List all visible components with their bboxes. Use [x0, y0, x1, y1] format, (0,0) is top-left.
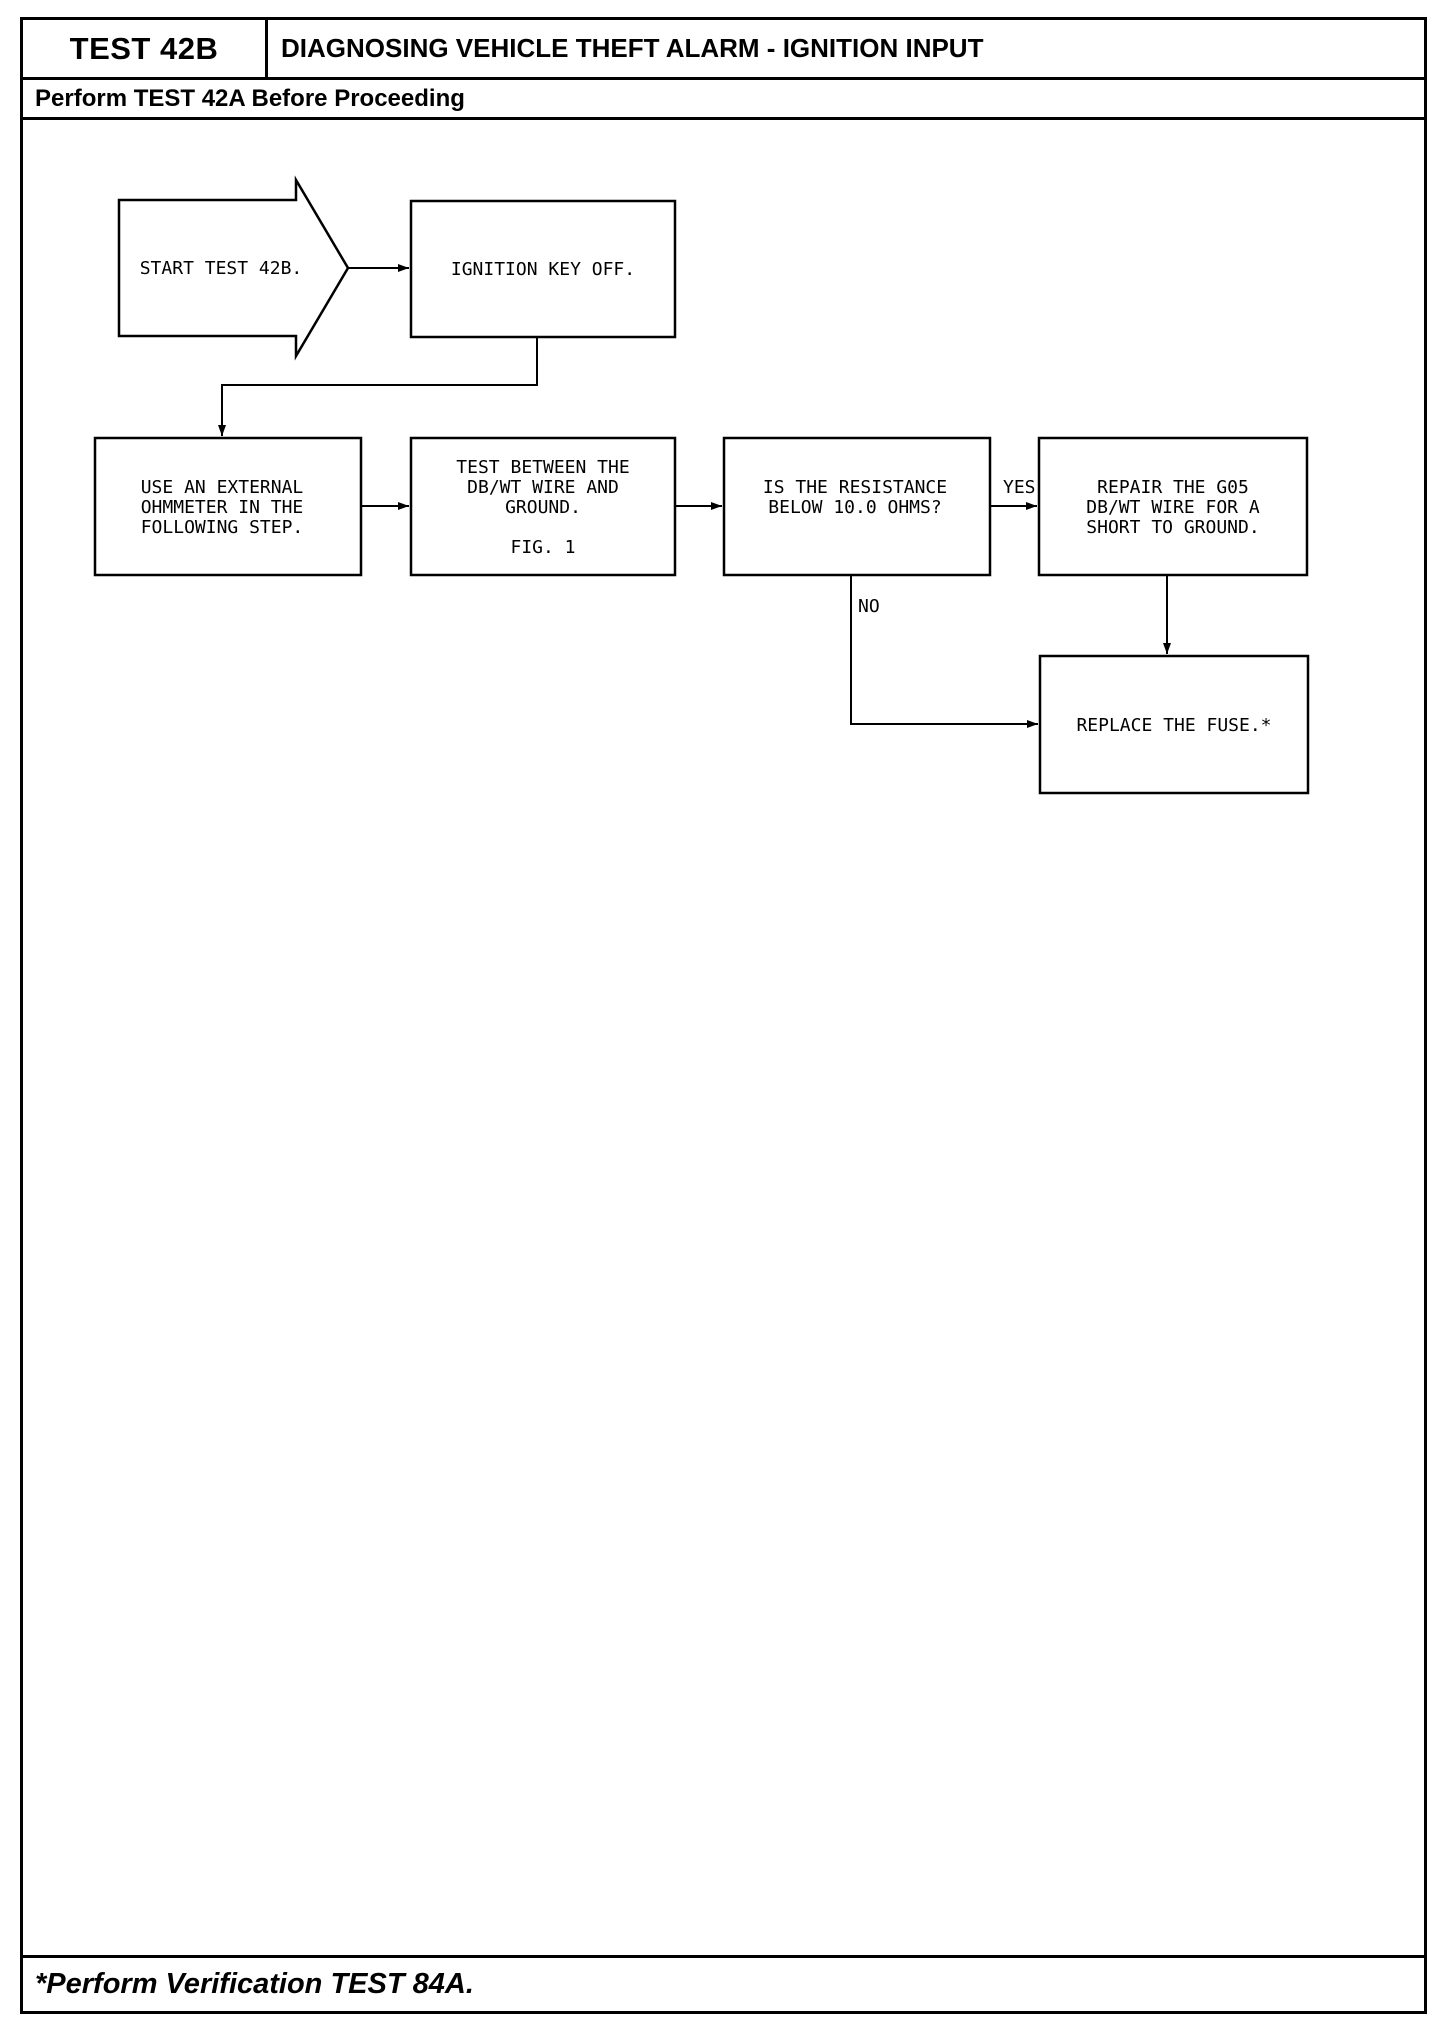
resistance-question-line-1: IS THE RESISTANCE	[763, 477, 947, 498]
resistance-question-node: IS THE RESISTANCE BELOW 10.0 OHMS?	[722, 436, 992, 577]
replace-fuse-text: REPLACE THE FUSE.*	[1076, 715, 1271, 736]
start-node-text: START TEST 42B.	[140, 258, 303, 279]
connector-no-to-fuse	[850, 575, 1038, 728]
test-id: TEST 42B	[23, 20, 268, 77]
use-ohmmeter-node: USE AN EXTERNAL OHMMETER IN THE FOLLOWIN…	[93, 436, 363, 577]
header-row: TEST 42B DIAGNOSING VEHICLE THEFT ALARM …	[23, 20, 1424, 80]
repair-wire-node: REPAIR THE G05 DB/WT WIRE FOR A SHORT TO…	[1037, 436, 1309, 577]
start-node: START TEST 42B.	[117, 175, 350, 361]
test-between-line-1: TEST BETWEEN THE	[456, 457, 629, 478]
test-title: DIAGNOSING VEHICLE THEFT ALARM - IGNITIO…	[281, 33, 984, 63]
footer-row: *Perform Verification TEST 84A.	[23, 1955, 1424, 2011]
repair-wire-line-2: DB/WT WIRE FOR A	[1086, 497, 1260, 518]
use-ohmmeter-line-2: OHMMETER IN THE	[141, 497, 304, 518]
test-between-node: TEST BETWEEN THE DB/WT WIRE AND GROUND. …	[409, 436, 677, 577]
prerequisite-note: Perform TEST 42A Before Proceeding	[35, 84, 465, 112]
ignition-key-off-text: IGNITION KEY OFF.	[451, 259, 635, 280]
repair-wire-line-3: SHORT TO GROUND.	[1086, 517, 1259, 538]
use-ohmmeter-line-3: FOLLOWING STEP.	[141, 517, 304, 538]
use-ohmmeter-line-1: USE AN EXTERNAL	[141, 477, 304, 498]
figure-reference: FIG. 1	[510, 537, 575, 558]
ignition-key-off-node: IGNITION KEY OFF.	[409, 199, 677, 339]
subheader-row: Perform TEST 42A Before Proceeding	[23, 80, 1424, 120]
no-label: NO	[858, 596, 880, 617]
page-frame: TEST 42B DIAGNOSING VEHICLE THEFT ALARM …	[20, 17, 1427, 2014]
repair-wire-line-1: REPAIR THE G05	[1097, 477, 1249, 498]
verification-note: *Perform Verification TEST 84A.	[35, 1968, 474, 2000]
resistance-question-line-2: BELOW 10.0 OHMS?	[768, 497, 941, 518]
test-between-line-2: DB/WT WIRE AND	[467, 477, 619, 498]
replace-fuse-node: REPLACE THE FUSE.*	[1038, 654, 1310, 795]
test-between-line-3: GROUND.	[505, 497, 581, 518]
connector-ignition-to-ohmmeter	[218, 337, 538, 436]
yes-label: YES	[1003, 477, 1036, 498]
